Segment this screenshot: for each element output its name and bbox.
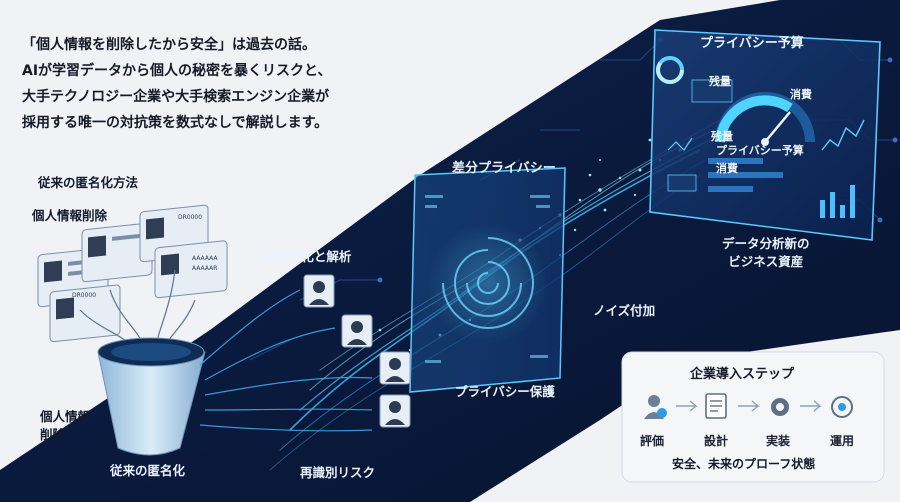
bucket-label-line-1: 個人情報 (40, 409, 91, 424)
inner-consume-label: 消費 (716, 162, 738, 175)
inner-remain-label: 残量 (711, 130, 733, 143)
noise-label: ノイズ付加 (593, 303, 656, 318)
card-text-2: AAAAAA (192, 255, 218, 262)
circuit-nodes (377, 37, 898, 283)
intro-line-1: 「個人情報を削除したから安全」は過去の話。 (22, 37, 316, 53)
profile-cards (37, 204, 228, 343)
ai-analysis-label: AIの進化と解析 (262, 249, 352, 264)
dp-title: 差分プライバシー (452, 161, 556, 176)
person-check-icon (644, 395, 667, 419)
budget-dashboard (649, 29, 881, 241)
business-line-2: ビジネス資産 (728, 254, 804, 269)
pii-delete-label: 個人情報削除 (32, 208, 108, 223)
face-cards (303, 274, 411, 428)
dp-panel (409, 167, 566, 393)
intro-line-3: 大手テクノロジー企業や大手検索エンジン企業が (22, 89, 330, 105)
inner-budget-label: プライバシー予算 (716, 144, 804, 157)
bucket-label: 個人情報 削除 (40, 408, 90, 444)
card-text-3: DR0000 (72, 292, 97, 299)
steps-box (621, 351, 885, 483)
card-text-1: DR0000 (178, 214, 203, 221)
step-icons (644, 393, 853, 419)
intro-line-4: 採用する唯一の対抗策を数式なしで解説します。 (22, 115, 329, 131)
document-icon (705, 393, 727, 419)
budget-title: プライバシー予算 (700, 36, 804, 51)
bucket-label-line-2: 削除 (40, 427, 66, 442)
conventional-anon-label: 従来の匿名化 (110, 463, 186, 478)
consume-label: 消費 (790, 88, 812, 101)
privacy-protection-label: プライバシー保護 (455, 384, 555, 399)
business-asset-label: データ分析新の ビジネス資産 (722, 235, 810, 271)
steps-footer: 安全、未来のプローフ状態 (672, 457, 816, 471)
conventional-method-title: 従来の匿名化方法 (38, 175, 139, 190)
bucket (97, 337, 206, 456)
reidentification-label: 再識別リスク (300, 465, 376, 480)
business-line-1: データ分析新の (722, 236, 810, 251)
step-design: 設計 (704, 434, 729, 448)
flow-lines (199, 289, 373, 432)
remain-label: 残量 (709, 75, 731, 88)
step-implement: 実装 (766, 434, 791, 448)
steps-title: 企業導入ステップ (690, 367, 795, 382)
cycle-icon (831, 396, 853, 418)
step-evaluate: 評価 (640, 434, 665, 448)
step-operate: 運用 (830, 434, 855, 448)
gear-icon (771, 398, 789, 416)
intro-line-2: AIが学習データから個人の秘密を暴くリスクと、 (22, 63, 332, 79)
card-text-4: AAAAAR (192, 265, 218, 272)
intro-text: 「個人情報を削除したから安全」は過去の話。 AIが学習データから個人の秘密を暴く… (22, 32, 331, 136)
